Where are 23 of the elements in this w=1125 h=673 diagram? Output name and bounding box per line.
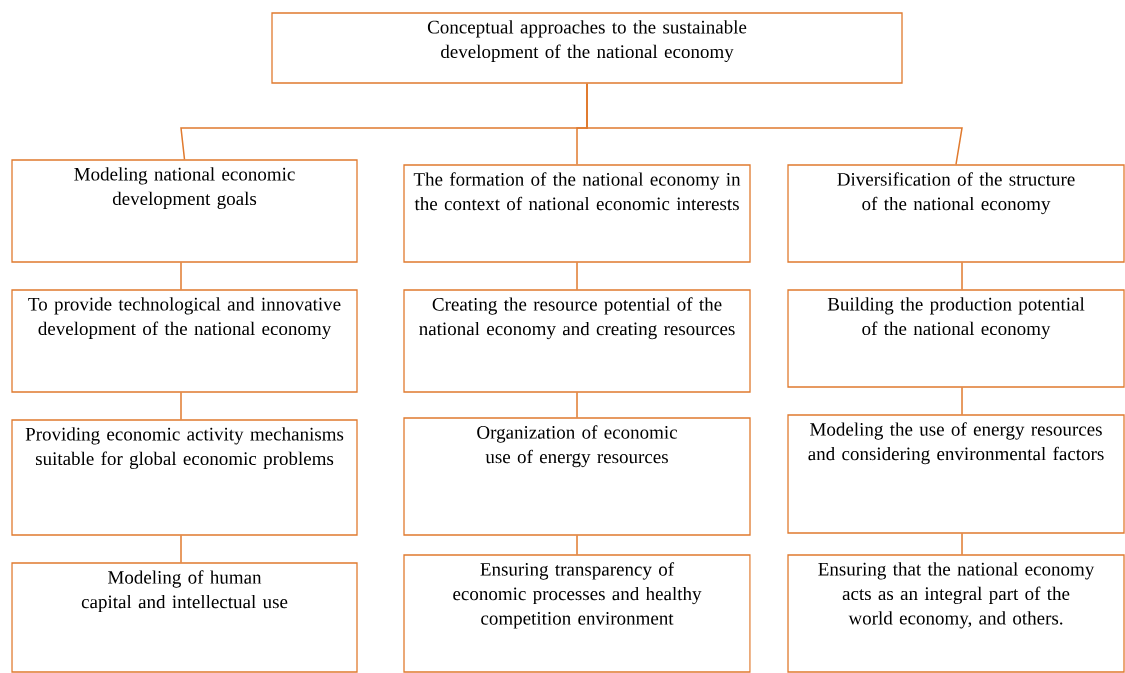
connector-line <box>961 261 963 291</box>
connector-line <box>576 261 578 291</box>
connector-line <box>180 534 182 564</box>
process-box: Modeling of human capital and intellectual use <box>11 562 358 673</box>
connector-line <box>576 391 578 419</box>
process-box: Organization of economic use of energy resources <box>403 417 751 536</box>
process-box: The formation of the national economy in the context of national economic interests <box>403 164 751 263</box>
process-box: Modeling the use of energy resources and considering environmental factors <box>787 414 1125 534</box>
process-box: Providing economic activity mechanisms suitable for global economic problems <box>11 419 358 536</box>
connector-line <box>961 532 963 556</box>
connector-line <box>961 386 963 416</box>
process-box: To provide technological and innovative development of the national economy <box>11 289 358 393</box>
connector-line <box>180 391 182 421</box>
connector-line <box>586 82 963 166</box>
connector-line <box>180 261 182 291</box>
connector-line <box>576 534 578 556</box>
process-box: Diversification of the structure of the national economy <box>787 164 1125 263</box>
process-box: Building the production potential of the national economy <box>787 289 1125 388</box>
process-box: Ensuring that the national economy acts as an integral part of the world economy, and others. <box>787 554 1125 673</box>
process-box: Modeling national economic development goals <box>11 159 358 263</box>
process-box: Conceptual approaches to the sustainable development of the national economy <box>271 12 903 84</box>
process-box: Creating the resource potential of the national economy and creating resources <box>403 289 751 393</box>
process-box: Ensuring transparency of economic processes and healthy competition environment <box>403 554 751 673</box>
